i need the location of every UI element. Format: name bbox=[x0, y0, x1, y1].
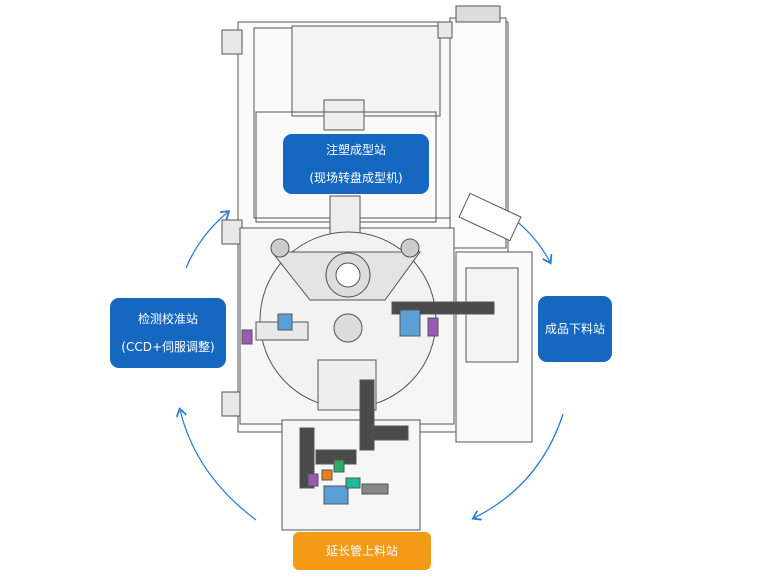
inspection-station-title: 检测校准站 bbox=[137, 312, 198, 326]
unload-station-parts bbox=[391, 192, 533, 443]
inspection-station-subtitle: (CCD+伺服调整) bbox=[121, 340, 215, 354]
molding-station-box: 注塑成型站 (现场转盘成型机) bbox=[283, 134, 429, 194]
inspection-station-box: 检测校准站 (CCD+伺服调整) bbox=[110, 298, 226, 368]
arrow-left-top bbox=[185, 212, 228, 269]
molding-station-subtitle: (现场转盘成型机) bbox=[309, 171, 403, 185]
arrow-left-bottom bbox=[180, 410, 257, 521]
molding-station-title: 注塑成型站 bbox=[325, 143, 386, 157]
loading-station-title: 延长管上料站 bbox=[325, 544, 398, 558]
machine-frame bbox=[221, 5, 509, 433]
loading-station-parts bbox=[281, 379, 421, 531]
loading-station-box: 延长管上料站 bbox=[293, 532, 431, 570]
finished-station-title: 成品下料站 bbox=[544, 322, 605, 336]
inspection-station-parts bbox=[241, 313, 309, 345]
arrow-right-bottom bbox=[474, 413, 564, 518]
turntable bbox=[239, 195, 455, 425]
finished-station-box: 成品下料站 bbox=[538, 296, 612, 362]
